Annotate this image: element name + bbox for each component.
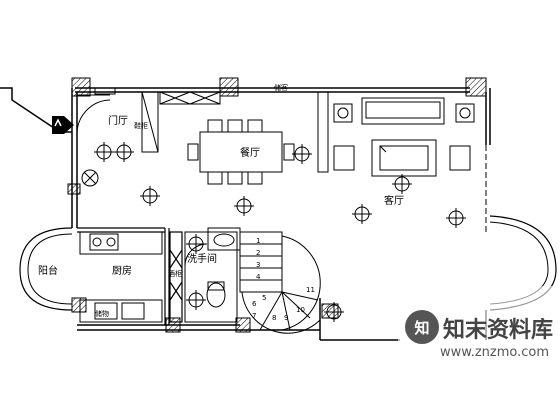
label-storage: 储物 [95, 309, 109, 318]
wall-cabinets [141, 91, 329, 173]
stair-10: 10 [296, 306, 305, 314]
room-label-foyer: 门厅 [108, 114, 128, 127]
room-label-balcony: 阳台 [38, 264, 58, 277]
living-furniture [333, 97, 475, 177]
entry-door [76, 87, 116, 136]
stair-4: 4 [256, 273, 261, 281]
balcony-outline [19, 227, 73, 311]
stair-2: 2 [256, 249, 260, 257]
room-label-living: 客厅 [384, 194, 404, 207]
watermark-title: 知末资料库 [443, 318, 554, 343]
stair-9: 9 [284, 314, 288, 322]
kitchen-counter [79, 231, 163, 323]
label-misc-top: 储客 [274, 83, 288, 92]
label-shoe-cabinet: 鞋柜 [134, 121, 148, 130]
room-label-dining: 餐厅 [240, 146, 260, 159]
room-labels: 门厅 餐厅 客厅 厨房 阳台 洗手间 鞋柜 酒柜 储物 储客 [38, 83, 404, 318]
stair-3: 3 [256, 261, 260, 269]
room-label-washroom: 洗手间 [187, 252, 217, 265]
dining-table [187, 119, 295, 185]
stair-8: 8 [272, 314, 276, 322]
light-fixtures [81, 142, 466, 322]
washroom [184, 227, 241, 323]
outer-walls [0, 87, 491, 341]
label-wine-cabinet: 酒柜 [168, 269, 182, 278]
room-label-kitchen: 厨房 [112, 264, 132, 277]
stair-7: 7 [252, 312, 256, 320]
stair-5: 5 [262, 294, 266, 302]
columns [67, 77, 487, 333]
watermark-url: www.znzmo.com [440, 345, 550, 360]
stair-1: 1 [256, 237, 260, 245]
stair-6: 6 [252, 300, 257, 308]
staircase [239, 231, 321, 334]
watermark-logo-icon: 知 [414, 319, 429, 337]
stair-11: 11 [306, 286, 315, 294]
watermark: 知 [398, 286, 560, 420]
stair-numbers: 1 2 3 4 5 6 7 8 9 10 11 [252, 237, 315, 322]
north-arrow-icon [52, 116, 74, 134]
